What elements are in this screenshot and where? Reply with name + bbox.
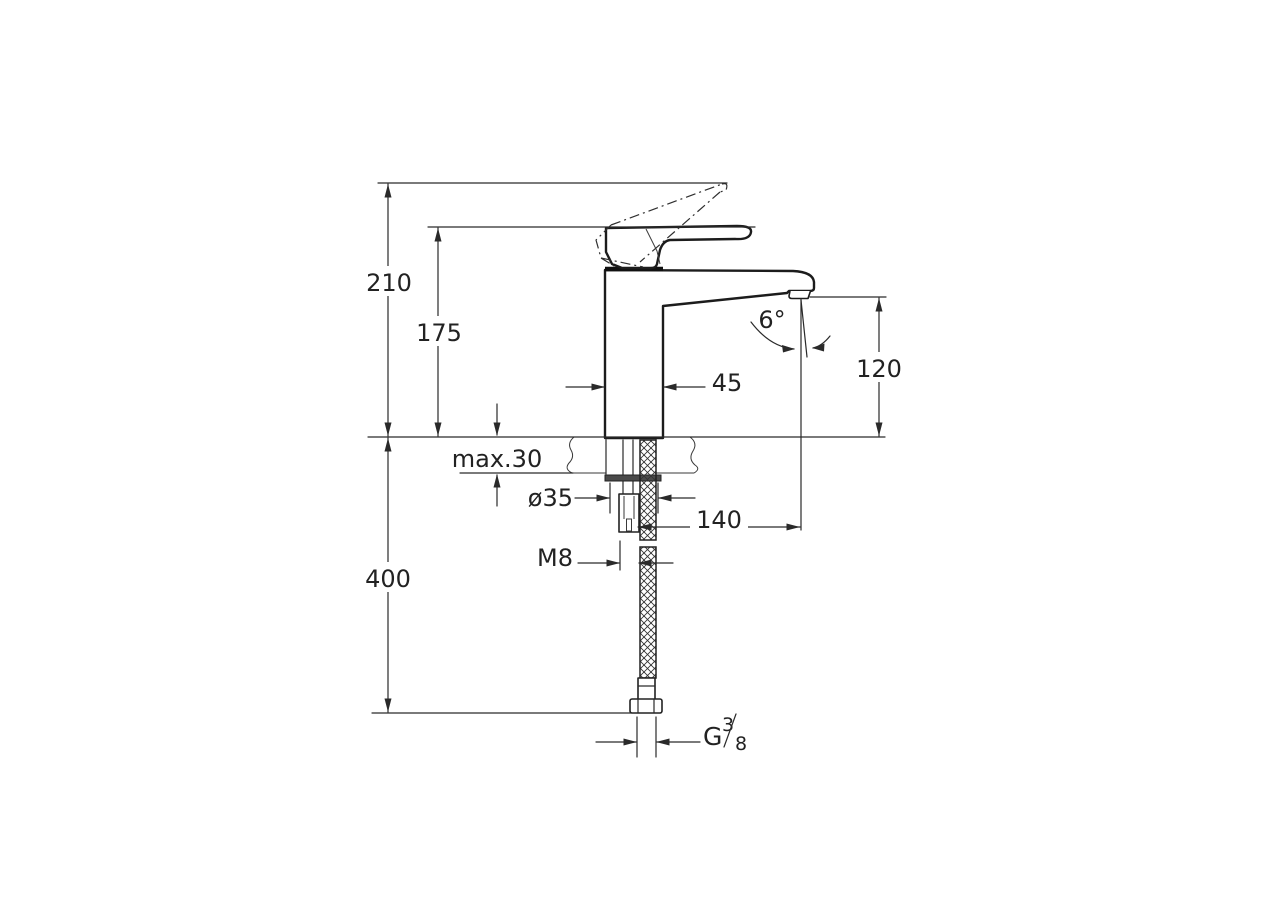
mounting-sleeve [618,493,640,533]
dim-label-dia35: ø35 [528,484,573,512]
fraction-slash [723,713,737,748]
dim-dia35: ø35 [528,482,696,514]
faucet-handle [604,224,753,270]
dim-400: 400 [363,437,415,713]
dimensions: 210 175 max.30 ø35 [363,182,905,758]
dim-label-45: 45 [712,369,743,397]
dim-label-max30: max.30 [452,445,542,473]
dim-45: 45 [565,369,743,397]
m8-stud [622,439,634,496]
dim-210: 210 [364,182,728,437]
dim-label-210: 210 [366,269,412,297]
dim-label-140: 140 [696,506,742,534]
dim-m8: M8 [537,540,674,572]
dim-label-g38-denominator: 8 [735,733,747,755]
dim-label-g38-base: G [703,722,722,751]
mounting-washer [604,474,662,482]
faucet-body-spout [603,268,816,440]
faucet-handle-raised-phantom [595,183,728,268]
dim-140: 140 [637,298,802,534]
dim-label-angle: 6° [758,306,785,334]
dim-label-g38-numerator: 3 [722,714,734,736]
dim-175: 175 [414,226,756,437]
dim-max30: max.30 [452,403,574,507]
dim-label-120: 120 [856,355,902,383]
counter-block-left [566,436,607,474]
dim-label-m8: M8 [537,544,573,572]
supply-assembly [604,439,663,714]
dim-120: 120 [809,296,905,437]
supply-hose-lower [639,546,657,679]
countertop-cross-section [566,436,699,474]
counter-block-right [655,436,699,474]
hex-nut [629,698,663,714]
dim-label-175: 175 [416,319,462,347]
supply-hose-upper [639,439,657,541]
dim-label-400: 400 [365,565,411,593]
handle-crease-line [645,228,661,265]
hose-end-collar [637,677,656,701]
faucet [595,183,816,440]
dim-g38: G 3 8 [595,713,747,758]
aerator [788,290,812,300]
dim-angle6: 6° [750,299,831,358]
